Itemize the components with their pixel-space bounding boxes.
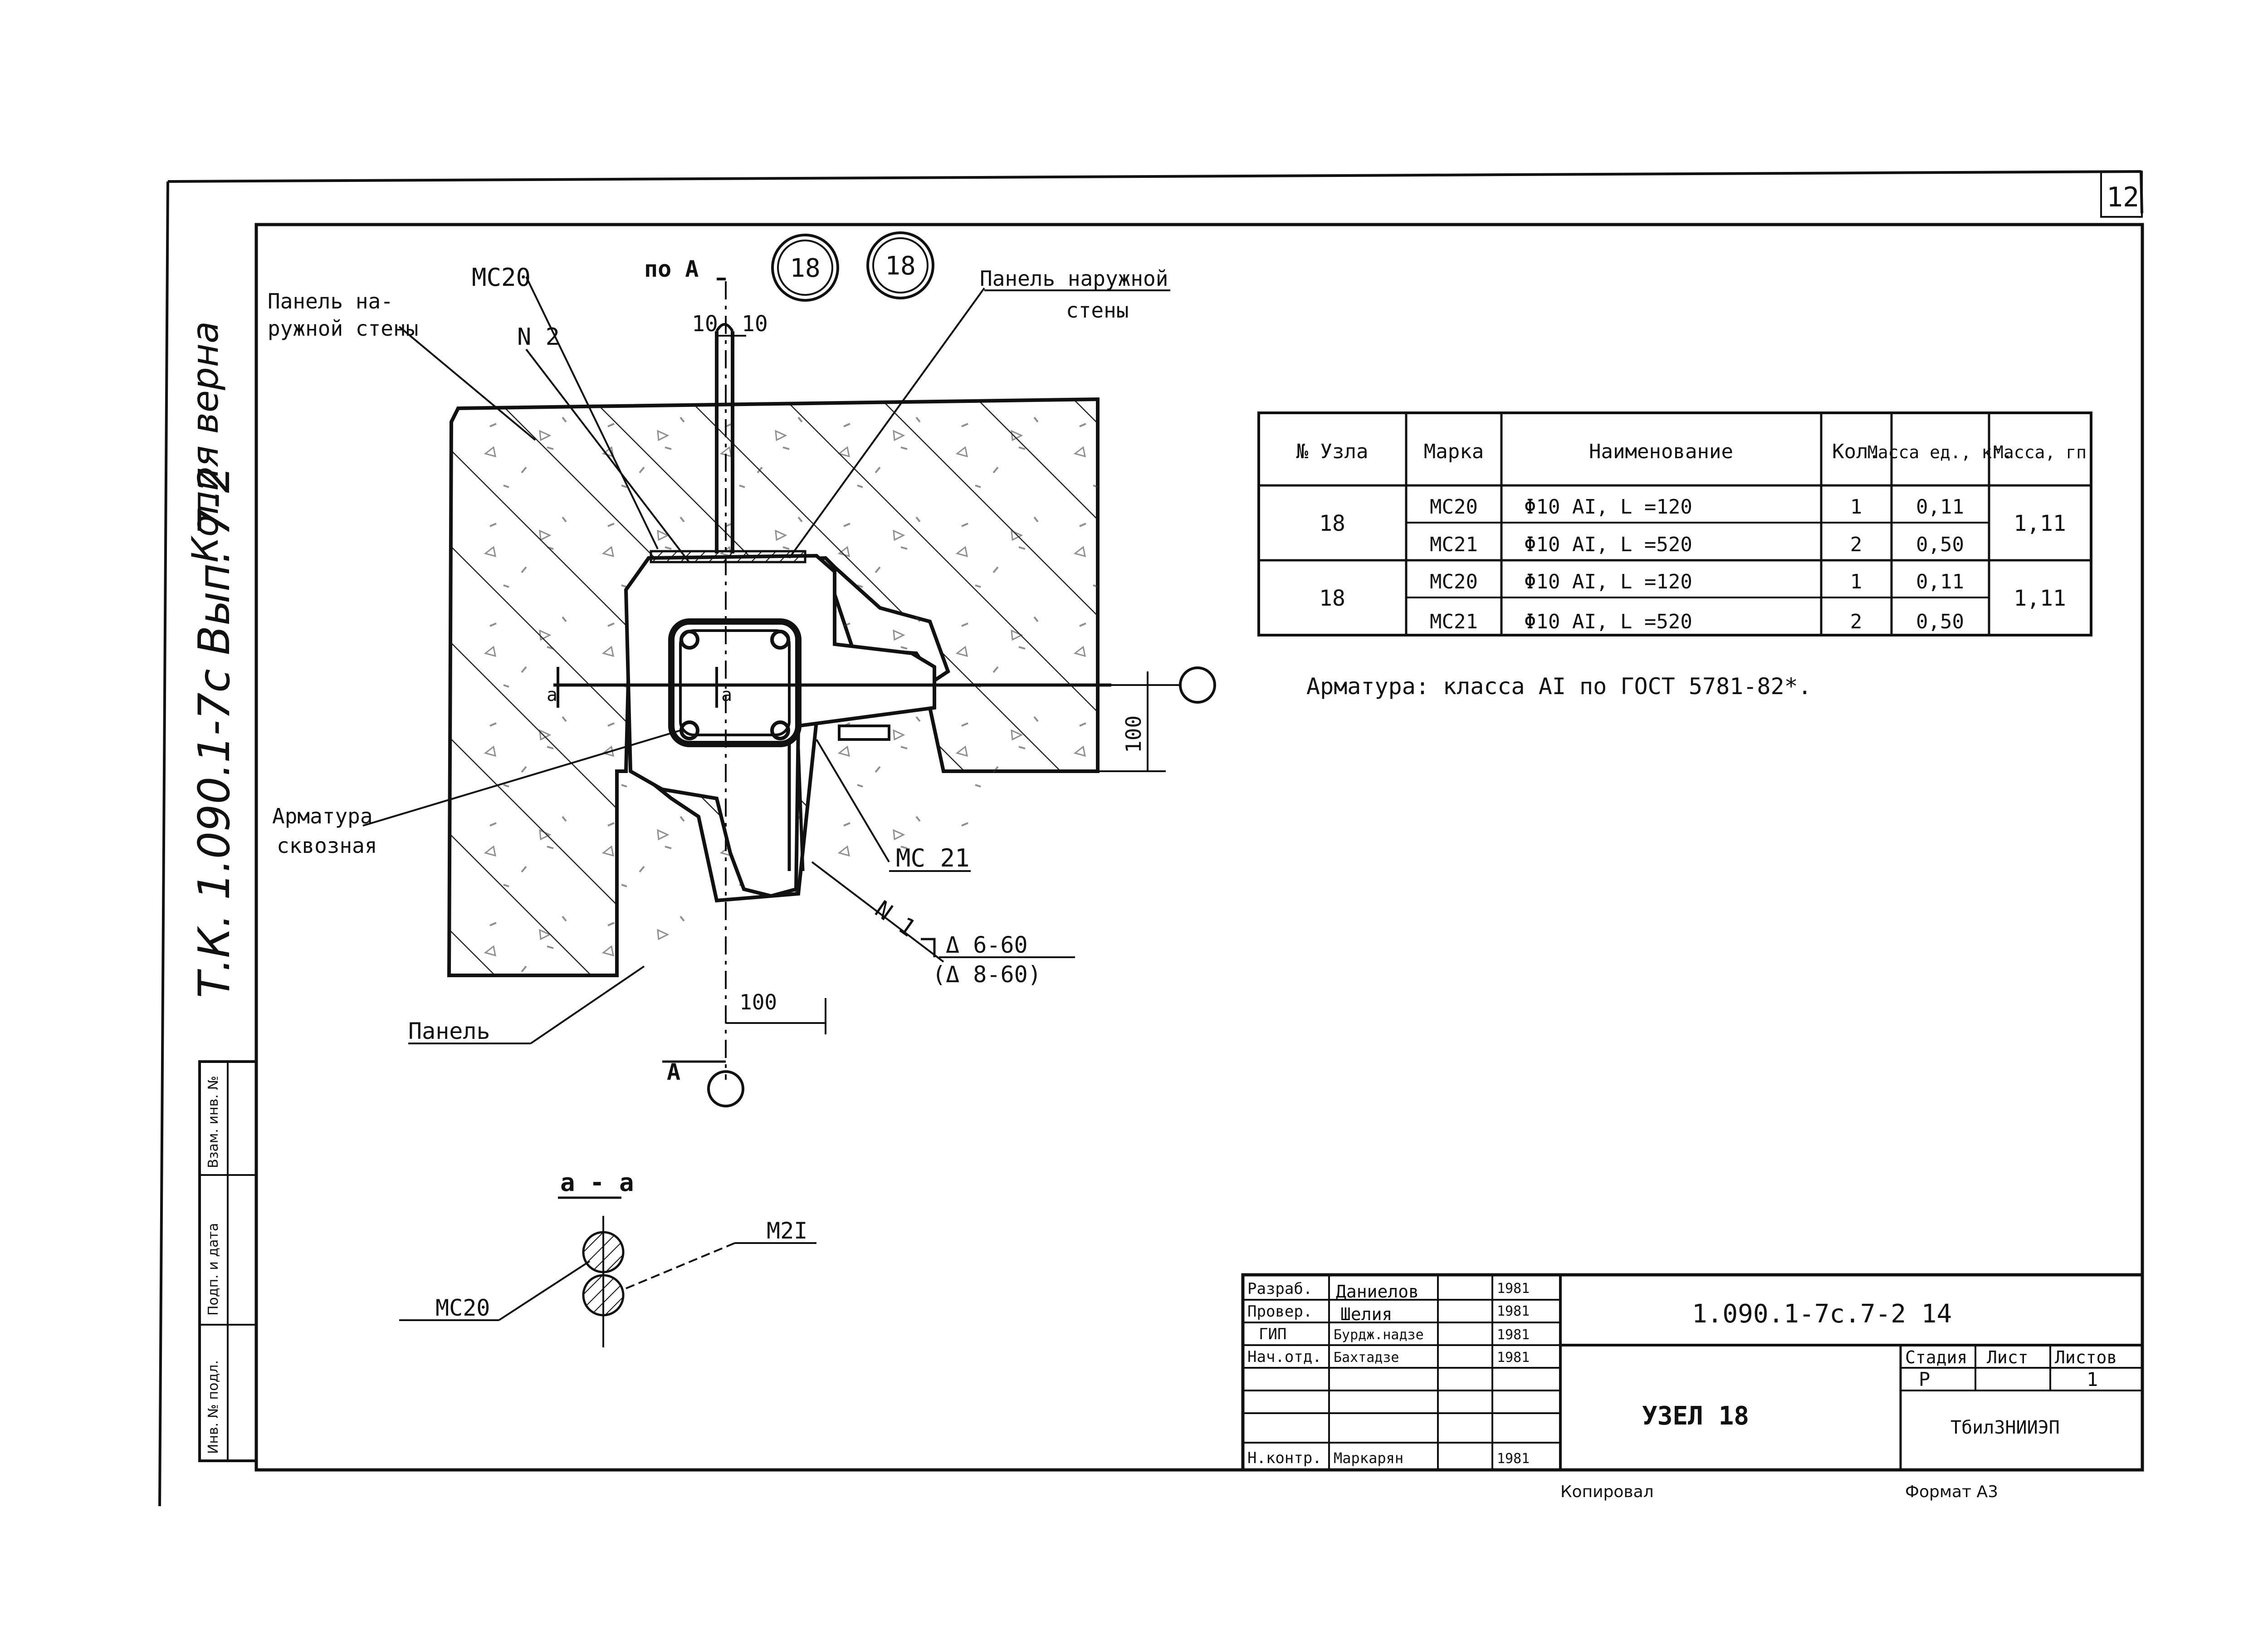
dim-10-left: 10: [692, 311, 718, 337]
cut-label-top: по А: [644, 256, 699, 282]
td-name-2-2: Φ10 AI, L =520: [1524, 610, 1692, 633]
section-mark-left: а: [547, 685, 557, 705]
svg-text:18: 18: [885, 251, 915, 281]
label-weld-2: (Δ 8-60): [932, 961, 1041, 988]
label-mc21: МС 21: [896, 844, 970, 872]
tb-date-3: 1981: [1497, 1327, 1530, 1343]
tb-role-7: Н.контр.: [1247, 1449, 1322, 1467]
left-strip: Взам. инв. № Подп. и дата Инв. № подл.: [198, 1060, 258, 1462]
label-n1: N 1: [870, 896, 920, 942]
mc20-plate: [650, 550, 807, 563]
label-rebar-through-1: Арматура: [272, 804, 373, 828]
label-outer-panel-right-2: стены: [1066, 298, 1129, 323]
td-qty-1-2: 2: [1850, 533, 1862, 556]
tb-name-2: Шелия: [1340, 1304, 1392, 1324]
td-mass-1-1: 0,11: [1916, 495, 1964, 519]
dim-100-vertical: 100: [1121, 715, 1146, 753]
dim-100-horizontal: 100: [739, 990, 777, 1014]
td-mass-2-2: 0,50: [1916, 610, 1964, 633]
td-name-1-1: Φ10 AI, L =120: [1524, 495, 1692, 519]
joint-pocket: [624, 553, 936, 898]
sheet-corner-number: 12: [2107, 181, 2139, 213]
tb-role-3: ГИП: [1259, 1325, 1286, 1343]
section-a-a: а - а МС20 М2I: [399, 1168, 816, 1347]
rebar-frame: [668, 618, 802, 747]
td-total-1: 1,11: [2014, 511, 2066, 536]
tb-stage-label: Стадия: [1905, 1347, 1967, 1367]
label-panel: Панель: [408, 1018, 490, 1044]
section-label-m21: М2I: [767, 1218, 807, 1244]
drawing-frame: [254, 223, 2144, 1472]
th-mass-total: Масса, гп: [1993, 442, 2087, 462]
label-n2: N 2: [517, 323, 560, 351]
td-name-2-1: Φ10 AI, L =120: [1524, 570, 1692, 593]
tb-date-4: 1981: [1497, 1350, 1530, 1366]
footer-format: Формат А3: [1905, 1483, 1998, 1501]
dim-10-right: 10: [742, 311, 768, 337]
td-mark-2-1: МС20: [1430, 570, 1478, 593]
strip-cell-2: Подп. и дата: [205, 1223, 221, 1316]
td-mass-2-1: 0,11: [1916, 570, 1964, 593]
node-bubble-1: 18: [771, 234, 839, 302]
tb-name-7: Маркарян: [1334, 1449, 1403, 1467]
label-outer-panel-left-2: ружной стены: [268, 316, 418, 341]
rebar-note: Арматура: класса АI по ГОСТ 5781-82*.: [1306, 673, 1812, 700]
section-label-mc20: МС20: [435, 1295, 490, 1321]
th-mark: Марка: [1424, 440, 1484, 463]
label-mc20: МС20: [472, 263, 531, 292]
tb-org: ТбилЗНИИЭП: [1950, 1417, 2060, 1438]
tb-sheets-label: Листов: [2055, 1347, 2117, 1367]
td-qty-2-1: 1: [1850, 570, 1862, 593]
td-mark-2-2: МС21: [1430, 610, 1478, 633]
strip-cell-3: Инв. № подл.: [205, 1360, 221, 1454]
spec-table: № Узла Марка Наименование Кол. Масса ед.…: [1257, 411, 2092, 636]
axis-bubble-bottom: [707, 1070, 744, 1107]
tb-date-7: 1981: [1497, 1451, 1530, 1467]
cut-label-bottom: А: [667, 1059, 680, 1085]
strip-cell-1: Взам. инв. №: [205, 1076, 221, 1168]
tb-role-2: Провер.: [1247, 1302, 1312, 1321]
tb-stage-value: Р: [1919, 1368, 1930, 1390]
th-qty: Кол.: [1832, 440, 1880, 463]
td-node-2: 18: [1319, 586, 1345, 611]
label-outer-panel-right-1: Панель наружной: [980, 266, 1168, 291]
tb-date-2: 1981: [1497, 1303, 1530, 1319]
tb-role-4: Нач.отд.: [1247, 1348, 1322, 1366]
footer-copied: Копировал: [1560, 1483, 1654, 1501]
corner-box: [2100, 171, 2143, 218]
side-copy-text: Копия верна: [184, 321, 226, 563]
svg-text:18: 18: [790, 254, 820, 283]
td-mark-1-1: МС20: [1430, 495, 1478, 519]
side-code-text: Т.К. 1.090.1-7с Вып. 7-2: [190, 465, 240, 998]
th-name: Наименование: [1589, 440, 1733, 463]
tb-sheets-value: 1: [2087, 1368, 2098, 1390]
node-detail: а а 10 10 100 100 А по А: [268, 231, 1216, 1107]
tb-name-3: Бурдж.надзе: [1334, 1327, 1424, 1343]
td-name-1-2: Φ10 AI, L =520: [1524, 533, 1692, 556]
axis-bubble-right: [1179, 666, 1216, 704]
title-block: Разраб. Даниелов 1981 Провер. Шелия 1981…: [1241, 1273, 2144, 1472]
tb-sheet-label: Лист: [1987, 1347, 2028, 1367]
td-total-2: 1,11: [2014, 586, 2066, 611]
th-node: № Узла: [1296, 440, 1369, 463]
tb-name-4: Бахтадзе: [1334, 1350, 1399, 1366]
node-bubble-2: 18: [866, 231, 934, 299]
label-rebar-through-2: сквозная: [277, 833, 377, 858]
td-mass-1-2: 0,50: [1916, 533, 1964, 556]
section-mark-right: а: [721, 685, 732, 705]
section-title: а - а: [560, 1168, 634, 1197]
tb-title: УЗЕЛ 18: [1642, 1401, 1749, 1431]
tb-name-1: Даниелов: [1336, 1282, 1419, 1302]
label-weld-1: Δ 6-60: [946, 932, 1028, 958]
td-qty-2-2: 2: [1850, 610, 1862, 633]
td-mark-1-2: МС21: [1430, 533, 1478, 556]
tb-date-1: 1981: [1497, 1281, 1530, 1297]
td-qty-1-1: 1: [1850, 495, 1862, 519]
label-outer-panel-left-1: Панель на-: [268, 289, 393, 313]
tb-role-1: Разраб.: [1247, 1280, 1312, 1298]
th-mass-unit: Масса ед., кг.: [1867, 442, 2013, 462]
tb-doc-code: 1.090.1-7с.7-2 14: [1692, 1299, 1952, 1329]
td-node-1: 18: [1319, 511, 1345, 536]
